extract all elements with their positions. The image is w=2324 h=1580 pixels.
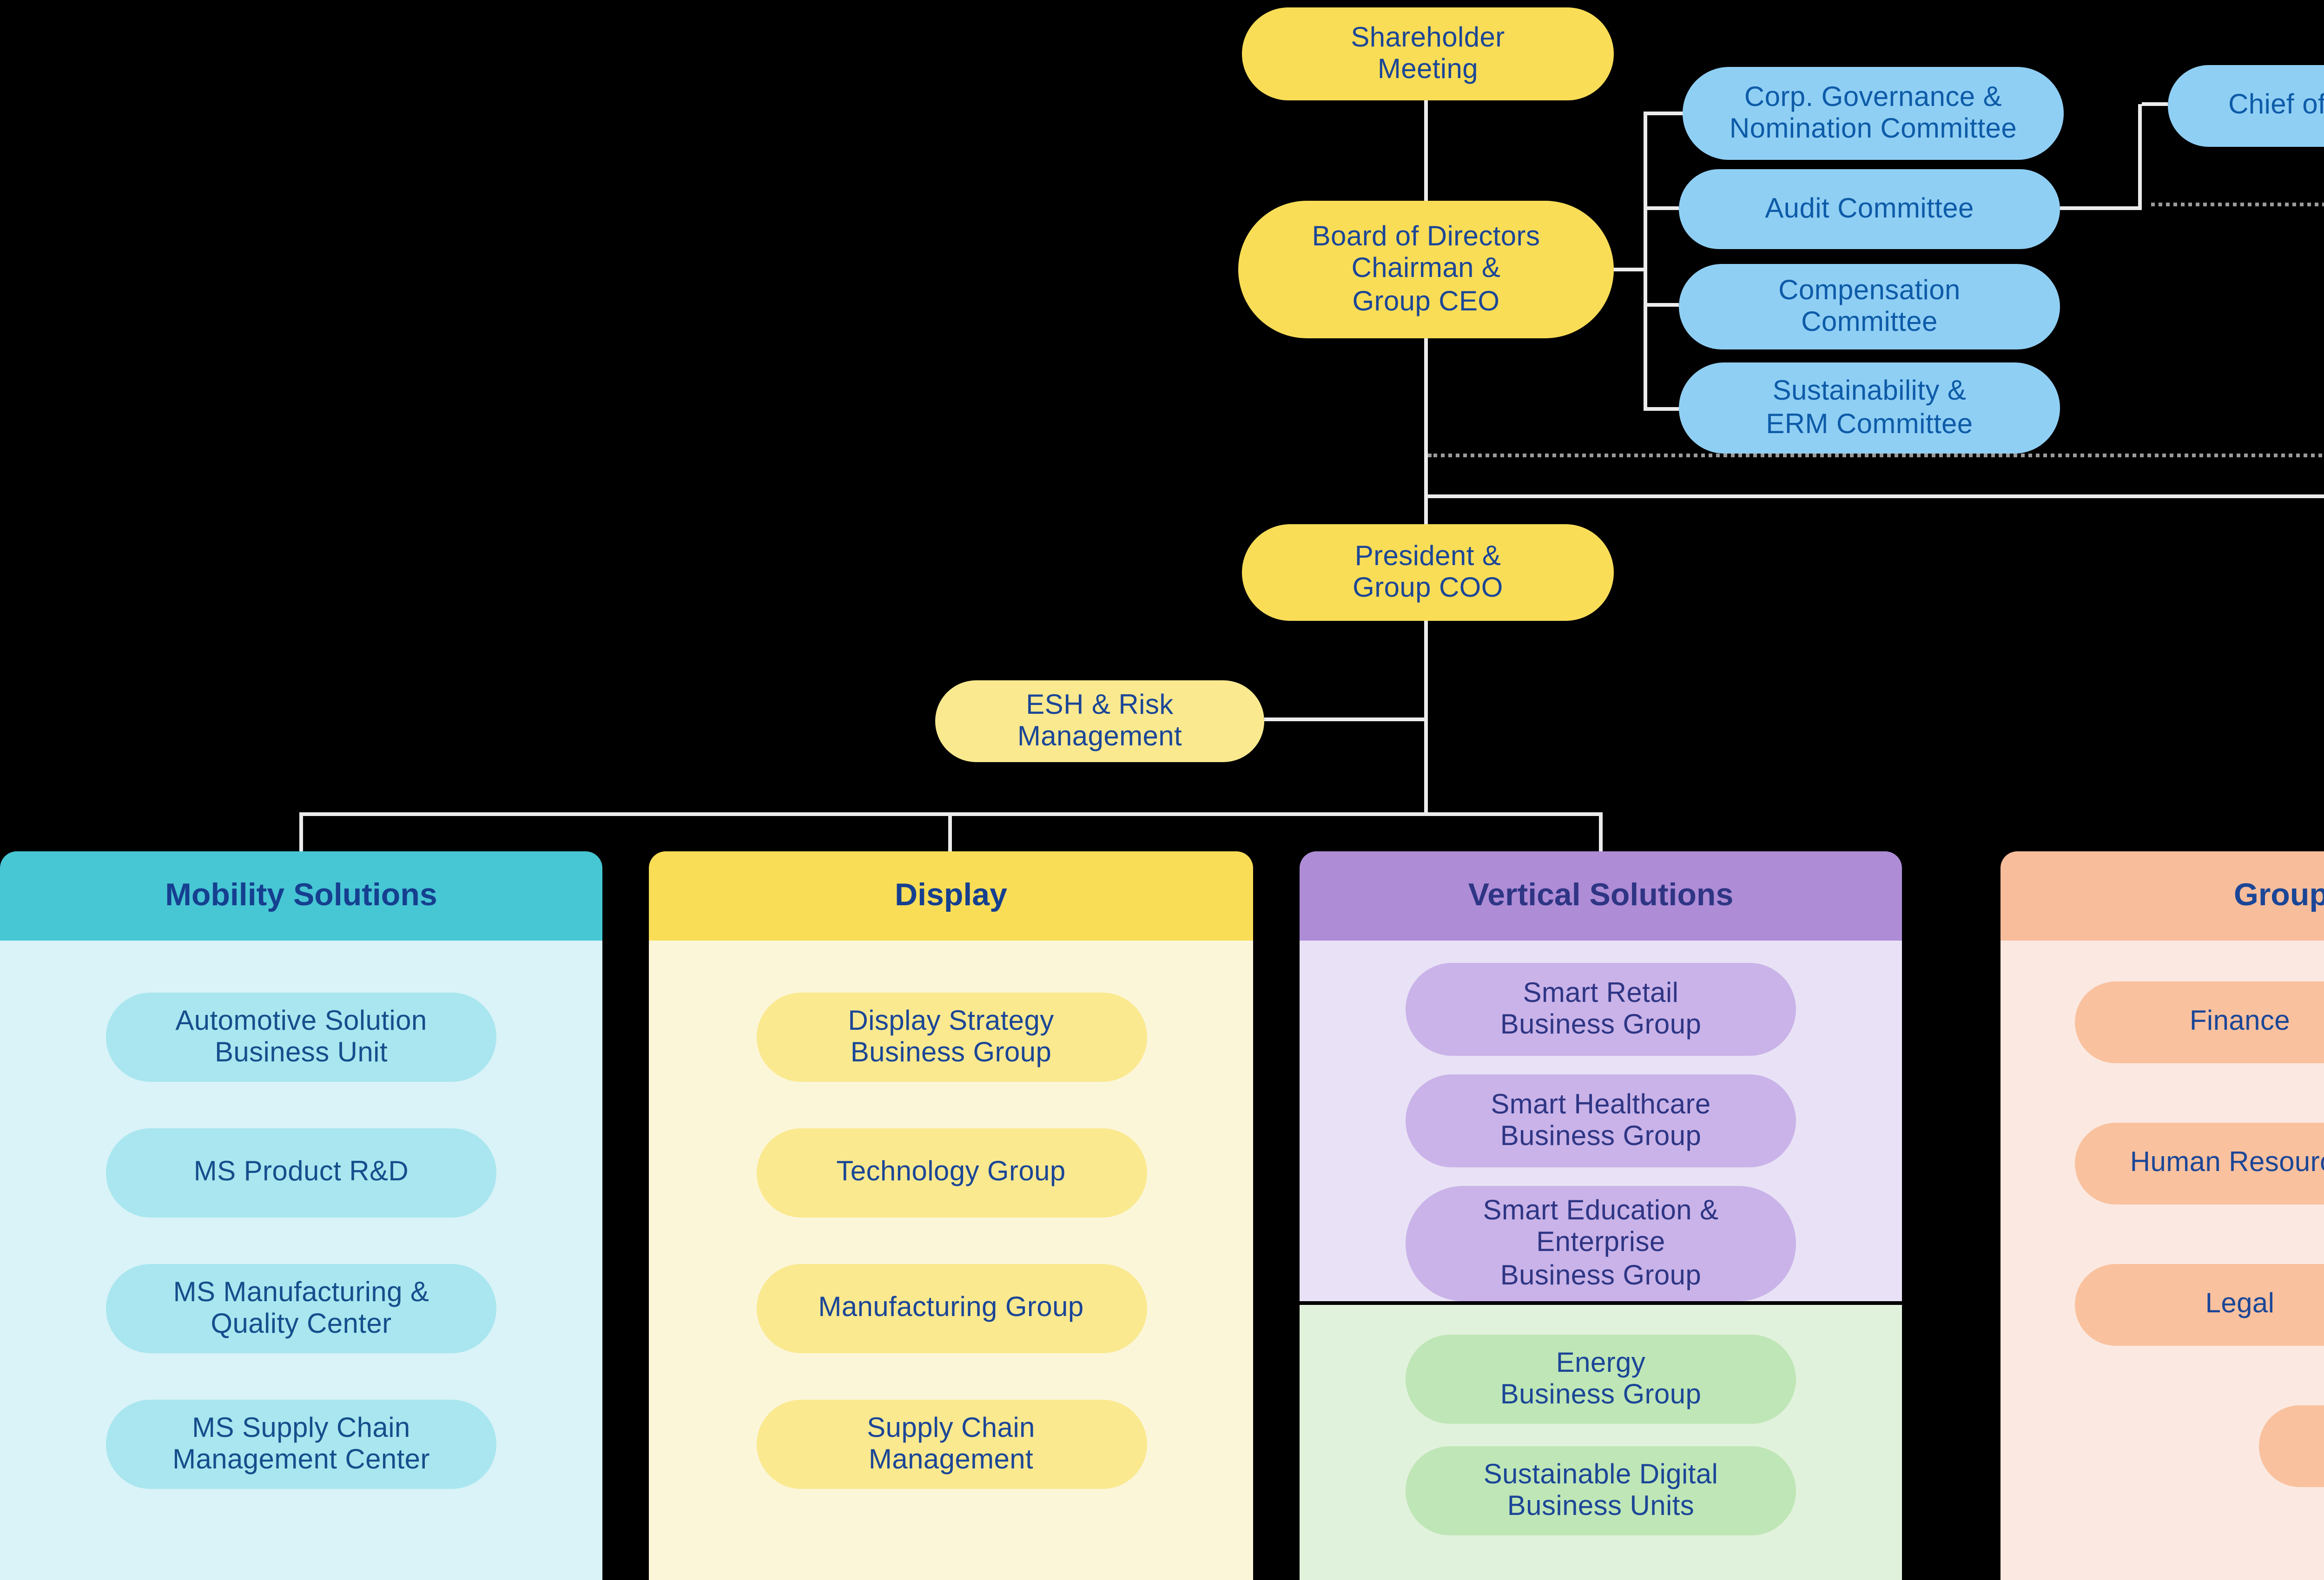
column-title: Mobility Solutions — [0, 851, 602, 941]
connector-board-committees-stub — [1614, 268, 1644, 271]
connector-stub-vertical — [1599, 812, 1603, 851]
org-unit: Smart Education & Enterprise Business Gr… — [1406, 1186, 1796, 1301]
org-unit: MS Manufacturing & Quality Center — [106, 1264, 496, 1353]
org-unit: Energy Business Group — [1406, 1335, 1796, 1424]
shareholder-meeting-node: Shareholder Meeting — [1242, 7, 1614, 100]
org-unit: Manufacturing Group — [756, 1264, 1146, 1353]
connector-stub-corp-governance — [1644, 112, 1684, 115]
esh-risk-management-node: ESH & Risk Management — [935, 680, 1264, 762]
org-unit: Auditing — [2259, 1405, 2324, 1487]
dotted-compliance-to-trunk — [1428, 454, 2324, 457]
connector-stub-mobility — [299, 812, 303, 851]
org-unit: Smart Healthcare Business Group — [1406, 1074, 1796, 1167]
connector-stub-display — [948, 812, 952, 851]
column-mobility-solutions: Mobility Solutions Automotive Solution B… — [0, 851, 602, 1580]
president-group-coo-node: President & Group COO — [1242, 524, 1614, 621]
compensation-committee-node: Compensation Committee — [1679, 264, 2060, 349]
column-display: Display Display Strategy Business Group … — [649, 851, 1253, 1580]
connector-board-giu-h — [1424, 494, 2324, 498]
connector-audit-compliance-h — [2060, 206, 2142, 210]
board-of-directors-node: Board of Directors Chairman & Group CEO — [1238, 201, 1614, 338]
giu-row: Legal Strategic Investment, M&A — [2075, 1264, 2324, 1346]
sustainability-erm-committee-node: Sustainability & ERM Committee — [1679, 362, 2060, 454]
column-title: Display — [649, 851, 1253, 941]
column-title: Vertical Solutions — [1300, 851, 1902, 941]
connector-president-down — [1424, 621, 1428, 814]
column-title: Group Infrastructure Unit — [2000, 851, 2324, 941]
vertical-solutions-section: Smart Retail Business Group Smart Health… — [1300, 941, 1902, 1301]
connector-stub-audit — [1644, 206, 1679, 210]
connector-audit-compliance-v — [2138, 104, 2142, 210]
org-unit: Automotive Solution Business Unit — [106, 993, 496, 1082]
column-vertical-solutions: Vertical Solutions Smart Retail Business… — [1300, 851, 1902, 1580]
chief-of-compliance-node: Chief of Compliance — [2168, 65, 2324, 147]
org-unit: Smart Retail Business Group — [1406, 963, 1796, 1056]
org-unit: Finance — [2075, 981, 2324, 1063]
giu-row: Auditing — [2075, 1405, 2324, 1487]
org-unit: Legal — [2075, 1264, 2324, 1346]
org-unit: Technology Group — [756, 1128, 1146, 1218]
org-unit: Display Strategy Business Group — [756, 993, 1146, 1082]
audit-committee-node: Audit Committee — [1679, 169, 2060, 249]
giu-row: Finance Digital Technology — [2075, 981, 2324, 1063]
org-unit: Sustainable Digital Business Units — [1406, 1446, 1796, 1535]
dotted-audit-offpage — [2151, 203, 2324, 206]
corp-governance-committee-node: Corp. Governance & Nomination Committee — [1683, 67, 2064, 160]
org-unit: MS Supply Chain Management Center — [106, 1400, 496, 1489]
org-unit: Supply Chain Management — [756, 1400, 1146, 1489]
energy-sustainable-section: Energy Business Group Sustainable Digita… — [1300, 1305, 1902, 1580]
connector-compliance-stub — [2142, 102, 2168, 106]
column-group-infrastructure: Group Infrastructure Unit Finance Digita… — [2000, 851, 2324, 1580]
connector-board-president — [1424, 338, 1428, 524]
connector-stub-compensation — [1644, 303, 1679, 307]
connector-shareholder-board — [1424, 100, 1428, 201]
org-unit: MS Product R&D — [106, 1128, 496, 1218]
connector-committees-bracket — [1644, 112, 1647, 411]
connector-esh — [1264, 718, 1426, 721]
giu-row: Human Resource Sustainability Developmen… — [2075, 1123, 2324, 1205]
org-unit: Human Resource — [2075, 1123, 2324, 1205]
connector-stub-sustainability — [1644, 407, 1679, 411]
